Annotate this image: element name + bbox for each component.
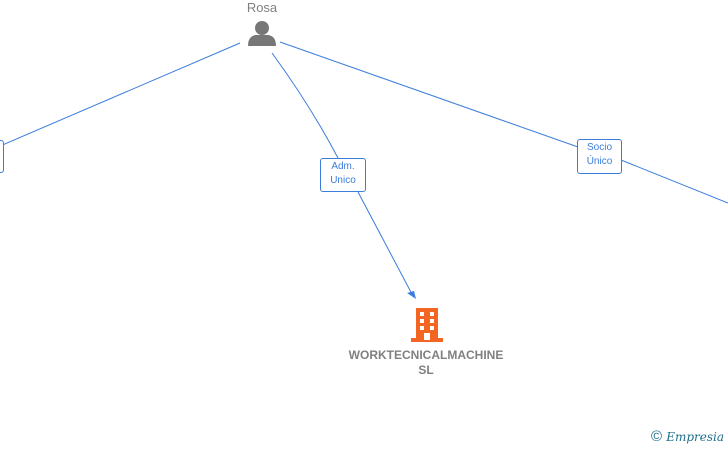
edge-label-line: Adm. xyxy=(331,161,355,172)
edge-left xyxy=(0,42,241,147)
edge-label-socio-unico: Socio Único xyxy=(577,139,622,174)
company-name-line2: SL xyxy=(418,363,434,377)
person-name[interactable]: Rosa xyxy=(246,0,278,15)
edge-label-line: Único xyxy=(586,156,613,167)
edge-label-line: Unico xyxy=(330,175,356,186)
edge-label-adm-unico: Adm. Unico xyxy=(320,158,366,192)
edge-label-line: Socio xyxy=(586,142,612,153)
building-icon[interactable] xyxy=(411,308,443,342)
arrow-head xyxy=(407,291,416,299)
edge-adm-unico-top xyxy=(271,52,339,159)
company-name-line1: WORKTECNICALMACHINE xyxy=(348,348,504,362)
edge-socio-top xyxy=(279,41,579,148)
company-name[interactable]: WORKTECNICALMACHINE SL xyxy=(326,348,526,378)
person-icon[interactable] xyxy=(248,21,276,46)
edge-label-left xyxy=(0,140,4,173)
edge-socio-bottom xyxy=(620,159,728,204)
footer-brand: © Empresia xyxy=(651,428,724,445)
copyright-icon: © xyxy=(650,428,663,445)
empresia-logo: Empresia xyxy=(666,430,724,444)
edge-adm-unico-bottom xyxy=(357,191,414,297)
